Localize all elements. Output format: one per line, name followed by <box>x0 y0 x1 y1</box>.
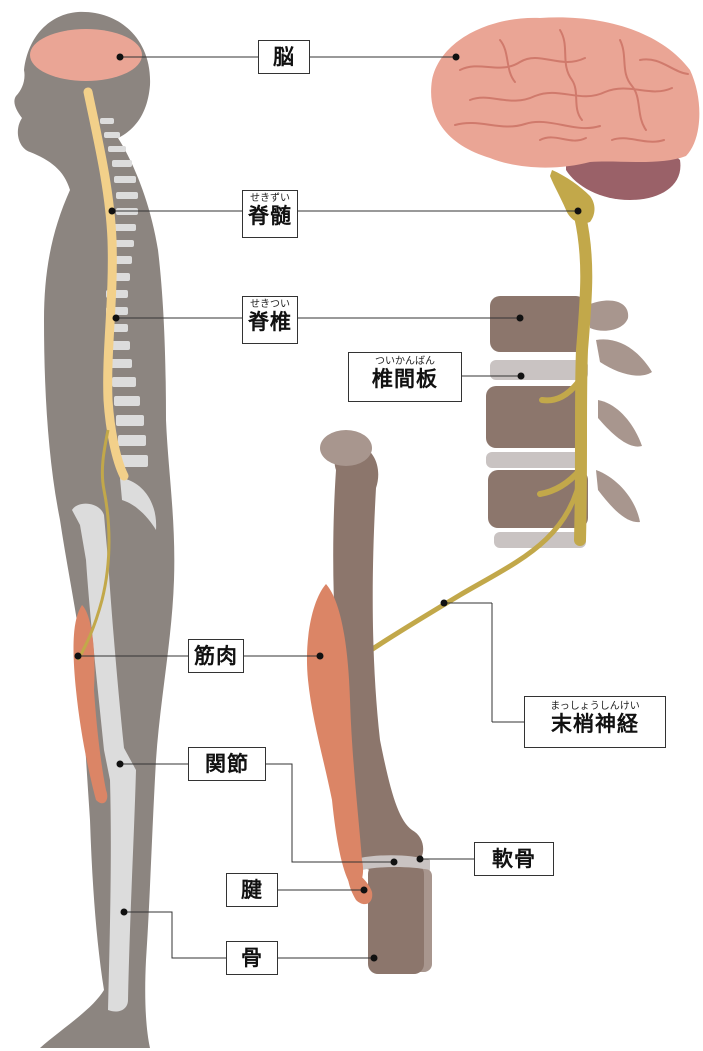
label-tendon: 腱 <box>226 873 278 907</box>
label-brain-text: 脳 <box>259 45 309 69</box>
label-bone-text: 骨 <box>227 946 277 970</box>
label-intervertebral-disc-text: 椎間板 <box>349 367 461 391</box>
brain-left <box>30 29 142 81</box>
arm-joint <box>307 430 432 974</box>
label-intervertebral-disc: ついかんばん 椎間板 <box>348 352 462 402</box>
label-spinal-cord: せきずい 脊髄 <box>242 190 298 238</box>
label-peripheral-nerve: まっしょうしんけい 末梢神経 <box>524 696 666 748</box>
label-muscle-text: 筋肉 <box>189 644 243 668</box>
vertebral-bodies <box>486 296 588 528</box>
cerebrum <box>431 17 699 167</box>
label-cartilage: 軟骨 <box>474 842 554 876</box>
label-vertebra-text: 脊椎 <box>243 310 297 334</box>
label-peripheral-nerve-text: 末梢神経 <box>525 712 665 736</box>
brain-illustration <box>431 17 699 223</box>
label-tendon-text: 腱 <box>227 878 277 902</box>
label-spinal-cord-text: 脊髄 <box>243 204 297 228</box>
label-intervertebral-disc-ruby: ついかんばん <box>349 356 461 367</box>
label-joint: 関節 <box>188 747 266 781</box>
label-muscle: 筋肉 <box>188 639 244 673</box>
label-cartilage-text: 軟骨 <box>475 847 553 871</box>
spinous-processes <box>590 300 652 522</box>
label-joint-text: 関節 <box>189 752 265 776</box>
label-spinal-cord-ruby: せきずい <box>243 193 297 204</box>
label-bone: 骨 <box>226 941 278 975</box>
label-vertebra: せきつい 脊椎 <box>242 296 298 344</box>
label-peripheral-nerve-ruby: まっしょうしんけい <box>525 701 665 712</box>
human-silhouette <box>14 12 174 1048</box>
humerus-head <box>320 430 372 466</box>
label-brain: 脳 <box>258 40 310 74</box>
label-vertebra-ruby: せきつい <box>243 299 297 310</box>
